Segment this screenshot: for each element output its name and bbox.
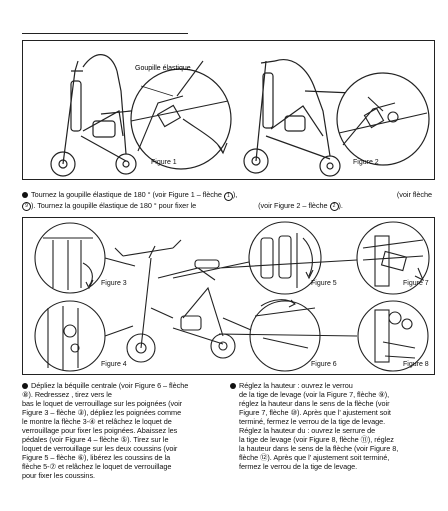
step3-line: la hauteur dans le sens de la flèche (vo… xyxy=(239,444,399,453)
figure-panel-top: Goupille élastique Figure 1 Figure 2 xyxy=(22,40,435,180)
step1-line1: Tournez la goupille élastique de 180 ° (… xyxy=(22,190,436,201)
goupille-label: Goupille élastique xyxy=(135,65,191,72)
step2-line: loquet de verrouillage sur les deux cous… xyxy=(22,444,178,453)
step2-line: le montre la flèche 3-④ et relâchez le l… xyxy=(22,417,172,426)
step2-line: bas le loquet de verrouillage sur les po… xyxy=(22,399,183,408)
step1-line2: 9). Tournez la goupille élastique de 180… xyxy=(22,201,436,211)
step2-line: ⑧). Redressez , tirez vers le xyxy=(22,390,112,399)
step2-line: verrouillage pour fixer les poignées. Ab… xyxy=(22,426,178,435)
caption-figure-3: Figure 3 xyxy=(101,280,127,287)
caption-figure-5: Figure 5 xyxy=(311,280,337,287)
bullet-icon xyxy=(22,382,28,389)
step1-text: Tournez la goupille élastique de 180 ° (… xyxy=(22,190,436,211)
caption-figure-1: Figure 1 xyxy=(151,159,177,166)
step2-line: Dépliez la béquille centrale (voir Figur… xyxy=(22,381,222,390)
figure-panel-bottom: Figure 3 Figure 4 Figure 5 Figure 6 Figu… xyxy=(22,217,435,375)
bullet-icon xyxy=(22,191,28,198)
step3-line: Réglez la hauteur du : ouvrez le serrure… xyxy=(239,426,376,435)
scooter-folding-illustration: Goupille élastique xyxy=(50,54,430,177)
step2-line: Figure 5 – flèche ⑥), libérez les coussi… xyxy=(22,453,171,462)
step3-line: flèche ⑫). Après que l’ ajustement soit … xyxy=(239,453,390,462)
step2-line: flèche 5-⑦ et relâchez le loquet de verr… xyxy=(22,462,172,471)
bullet-icon xyxy=(230,382,236,389)
step3-line: Figure 7, flèche ⑩). Après que l’ ajuste… xyxy=(239,408,391,417)
header-rule xyxy=(22,33,188,34)
step2-text: Dépliez la béquille centrale (voir Figur… xyxy=(22,381,222,480)
caption-figure-7: Figure 7 xyxy=(403,280,429,287)
caption-figure-8: Figure 8 xyxy=(403,361,429,368)
step2-line: pédales (voir Figure 4 – flèche ⑤). Tire… xyxy=(22,435,169,444)
step3-line: Réglez la hauteur : ouvrez le verrou xyxy=(230,381,435,390)
caption-figure-4: Figure 4 xyxy=(101,361,127,368)
caption-figure-6: Figure 6 xyxy=(311,361,337,368)
step2-line: pour fixer les coussins. xyxy=(22,471,96,480)
step2-line: Figure 3 – flèche ③), dépliez les poigné… xyxy=(22,408,182,417)
step3-text: Réglez la hauteur : ouvrez le verrou de … xyxy=(230,381,435,471)
caption-figure-2: Figure 2 xyxy=(353,159,379,166)
step3-line: réglez la hauteur dans le sens de la flè… xyxy=(239,399,390,408)
step3-line: terminé, fermez le verrou de la tige de … xyxy=(239,417,386,426)
step3-line: de la tige de levage (voir la Figure 7, … xyxy=(239,390,390,399)
step3-line: fermez le verrou de la tige de levage. xyxy=(239,462,358,471)
scooter-unfolding-illustration xyxy=(34,221,430,372)
step3-line: la tige de levage (voir Figure 8, flèche… xyxy=(239,435,394,444)
